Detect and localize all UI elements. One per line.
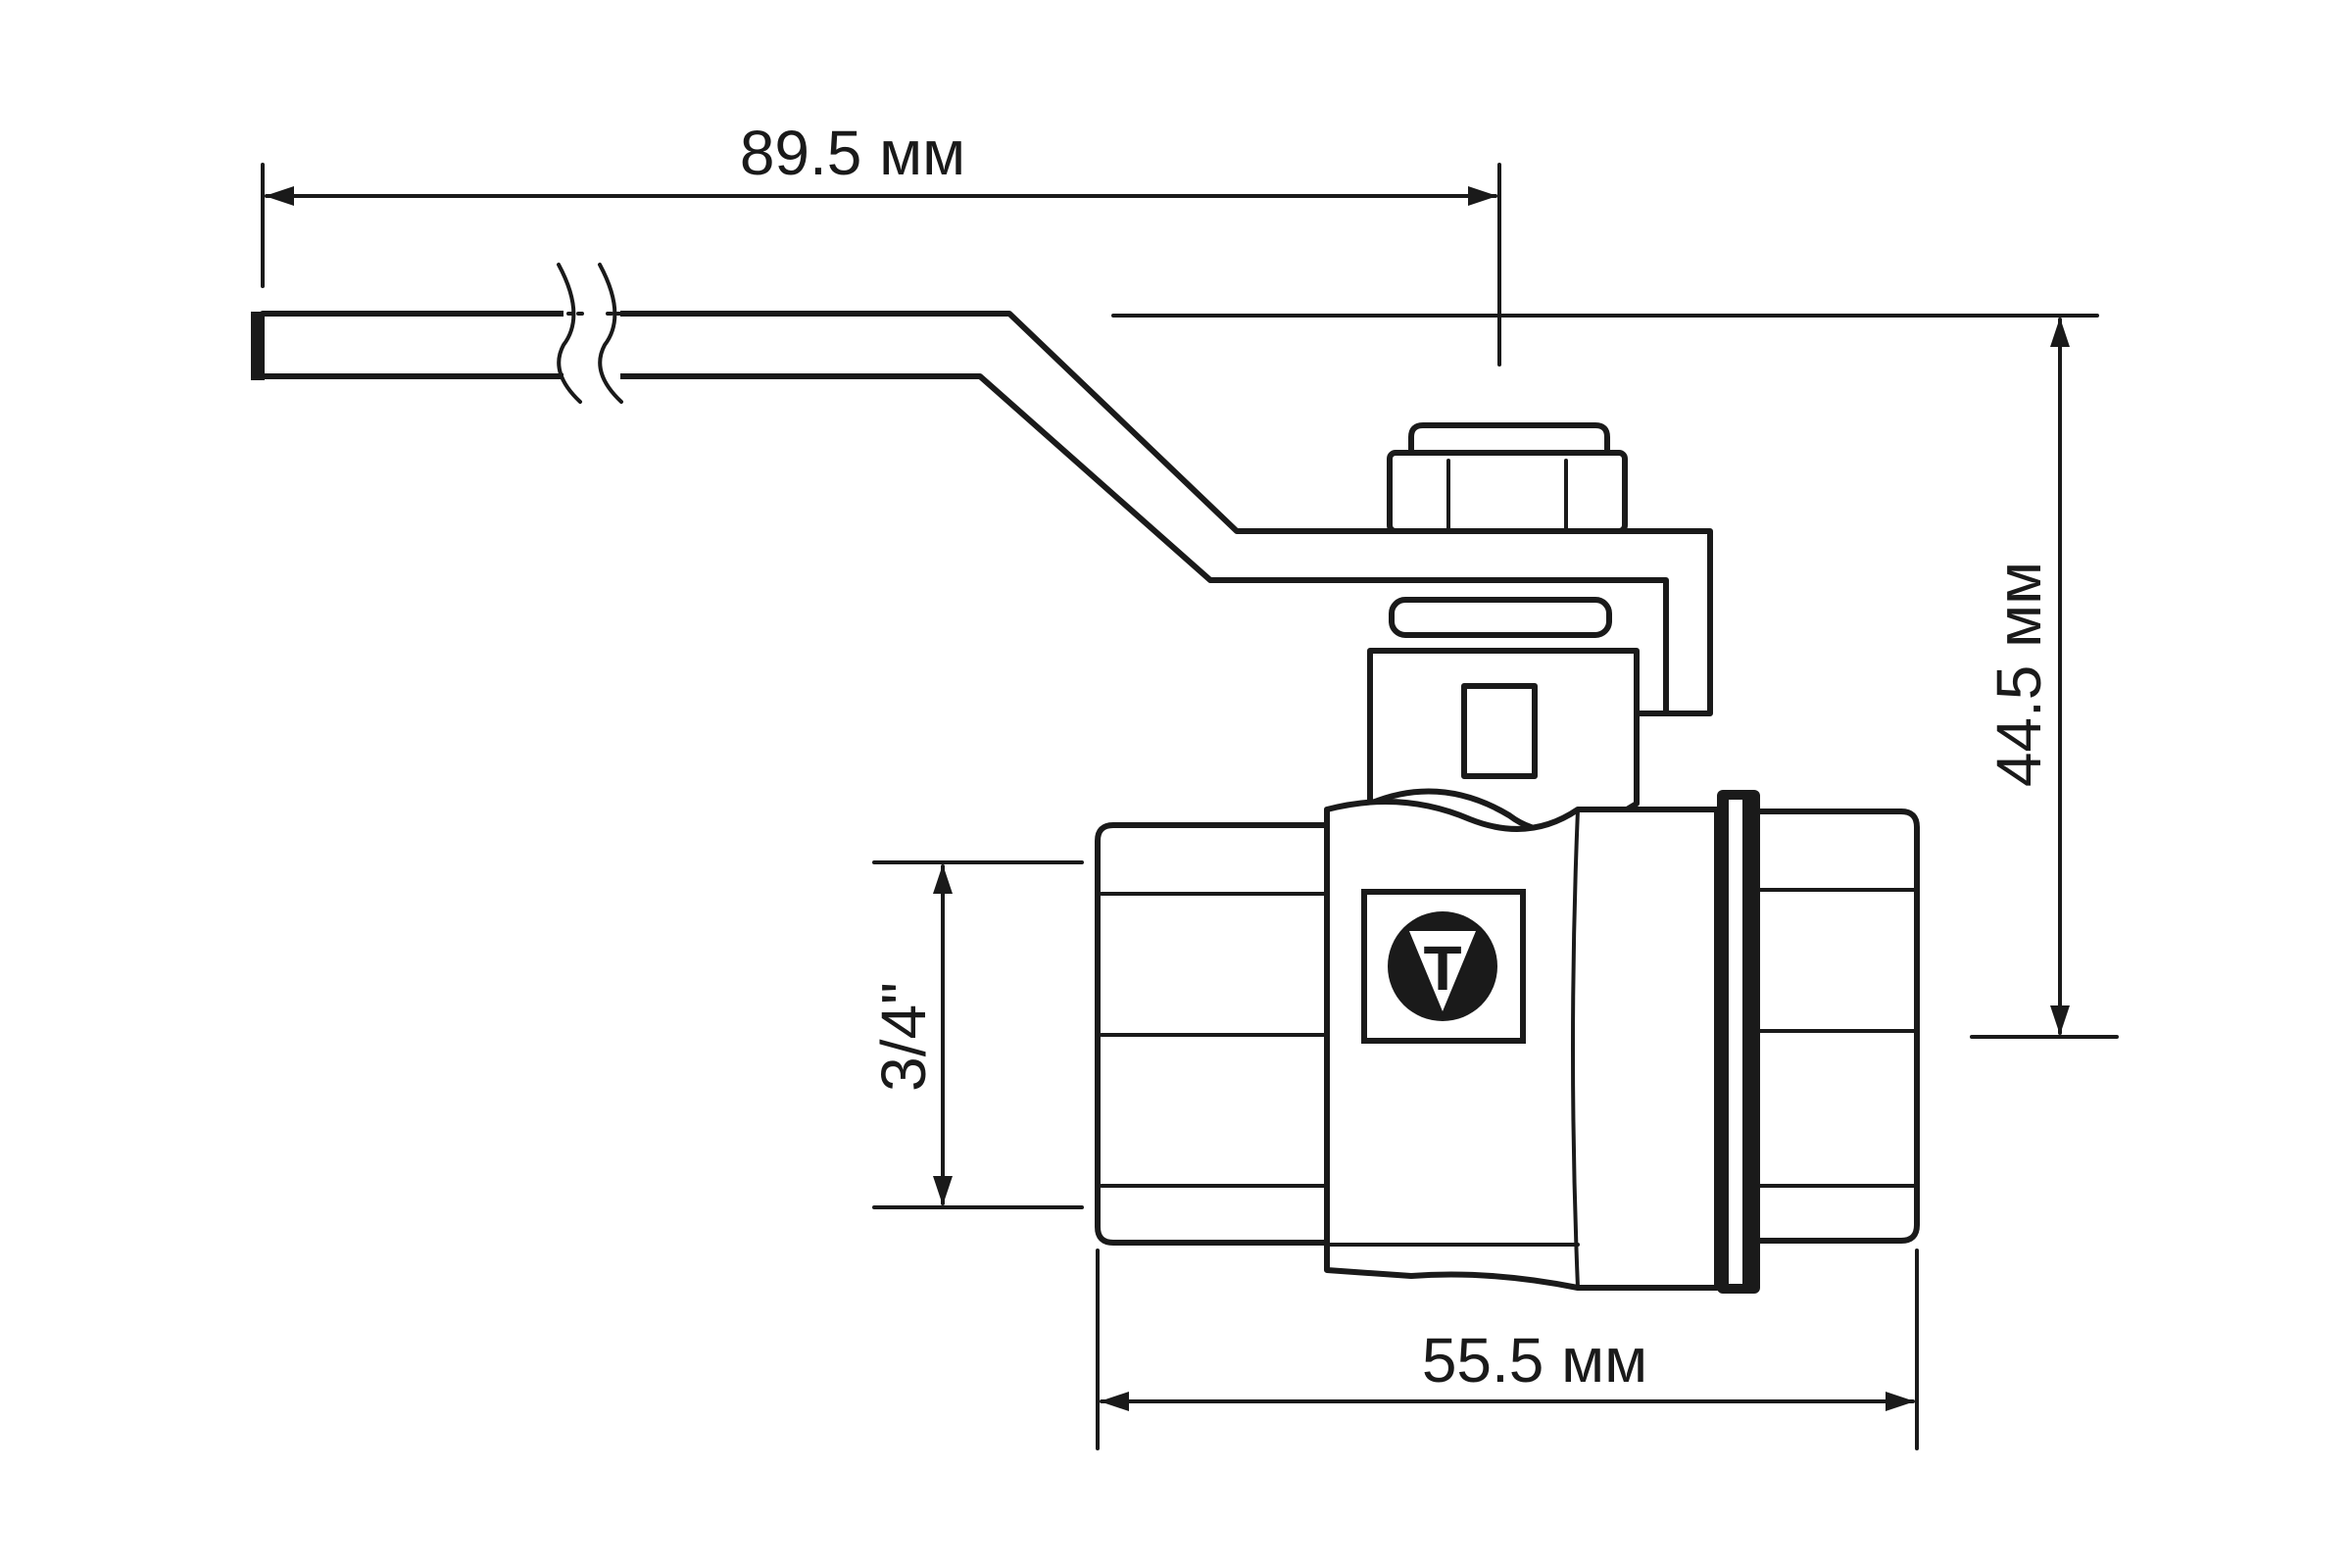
stem-nut [1387,422,1628,534]
logo-triangle-icon [1409,931,1476,1011]
stem-window [1461,683,1538,779]
dimension-body-length: 55.5 мм [1096,1249,1919,1450]
dimension-height: 44.5 мм [1111,314,2119,1039]
logo-letter: T [1423,933,1461,1004]
stem-housing [1367,648,1640,835]
body-length-label: 55.5 мм [1422,1325,1647,1396]
stem-washer [1389,597,1612,638]
handle-length-label: 89.5 мм [740,118,965,188]
height-label: 44.5 мм [1984,562,2054,787]
brand-logo: T [1361,889,1526,1044]
lever-end-cap [251,312,265,380]
lever-break-marks [557,263,786,404]
left-threaded-end [1095,822,1330,1246]
right-threaded-end [1751,808,1920,1244]
thread-size-label: 3/4" [868,982,939,1092]
dimension-thread-size: 3/4" [868,860,1084,1209]
dimension-handle-length: 89.5 мм [261,118,1501,367]
